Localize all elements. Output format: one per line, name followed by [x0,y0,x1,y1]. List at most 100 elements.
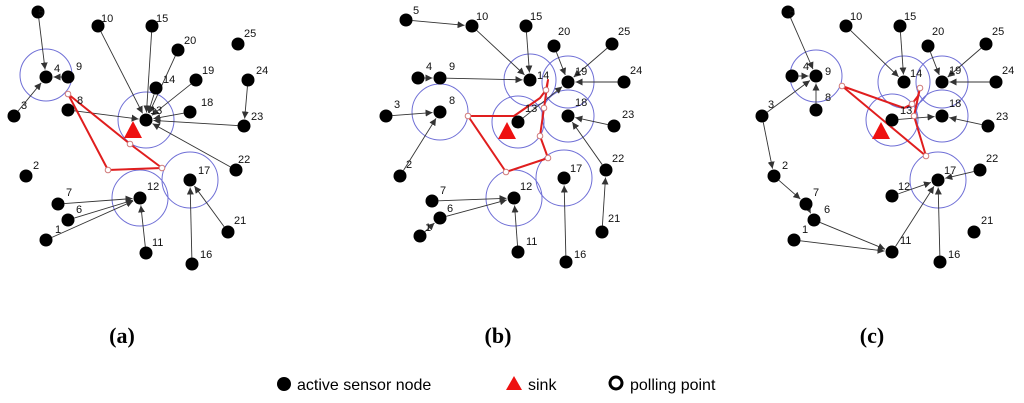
edge-3-8 [392,109,433,117]
sensor-node-18 [561,109,575,123]
sensor-node-11 [511,245,525,259]
node-label-7: 7 [813,187,819,199]
edge-6-12 [74,198,133,219]
node-label-14: 14 [537,70,549,82]
sensor-node-7 [51,197,65,211]
node-label-25: 25 [244,28,256,40]
edge-3-9 [766,80,811,113]
sensor-node-24 [989,75,1003,89]
node-label-5: 5 [38,7,44,19]
edge-5-9 [790,17,814,70]
range-circle [535,149,593,207]
node-label-21: 21 [234,215,246,227]
sensor-node-9 [61,70,75,84]
range-circle [161,151,219,209]
node-label-4: 4 [426,61,432,73]
node-label-16: 16 [948,249,960,261]
node-label-11: 11 [526,236,537,248]
sensor-node-20 [171,43,185,57]
node-label-22: 22 [612,153,624,165]
sensor-node-8 [809,103,823,117]
node-label-9: 9 [825,66,831,78]
node-label-5: 5 [789,7,795,19]
range-circle [117,91,175,149]
polling-point [916,84,924,92]
sensor-node-14 [897,75,911,89]
range-circle [909,151,967,209]
node-label-22: 22 [238,154,250,166]
edge-20-19 [929,51,941,76]
node-label-20: 20 [558,26,570,38]
legend-sink-icon [506,376,522,390]
edge-25-19 [947,47,982,78]
node-label-8: 8 [449,95,455,107]
sensor-node-15 [893,19,907,33]
node-label-15: 15 [156,13,168,25]
sensor-node-9 [809,69,823,83]
sink-marker [872,122,890,139]
legend-sink-label: sink [528,377,557,394]
sensor-node-16 [185,257,199,271]
node-label-24: 24 [1002,65,1014,77]
node-label-17: 17 [944,165,956,177]
node-label-22: 22 [986,153,998,165]
sensor-node-13 [139,113,153,127]
polling-point [464,112,472,120]
legend: active sensor node sink polling point [277,375,716,394]
node-label-10: 10 [101,13,113,25]
sensor-node-5 [781,5,795,19]
node-label-18: 18 [949,98,961,110]
sensor-node-5 [31,5,45,19]
node-label-3: 3 [21,100,27,112]
edge-10-13 [100,31,143,114]
polling-point [158,164,166,172]
node-label-20: 20 [932,26,944,38]
sensor-node-14 [523,73,537,87]
sensor-node-18 [183,105,197,119]
node-label-12: 12 [898,181,910,193]
edge-23-18 [949,115,982,126]
sensor-node-1 [413,229,427,243]
panel-label-c: (c) [860,323,884,348]
polling-point [540,104,548,112]
sensor-node-21 [221,225,235,239]
edge-19-13 [151,83,192,116]
edge-13-19 [522,86,563,119]
edge-11-12 [511,205,519,246]
sensor-node-8 [433,105,447,119]
node-label-23: 23 [996,111,1008,123]
sensor-node-6 [61,213,75,227]
node-label-11: 11 [900,235,911,247]
polling-point [502,168,510,176]
edge-7-12 [64,195,133,204]
edge-14-13 [146,94,155,113]
node-label-21: 21 [981,215,993,227]
node-label-13: 13 [150,105,162,117]
sensor-node-21 [967,225,981,239]
edge-6-11 [819,222,886,250]
edge-24-23 [241,86,249,119]
polling-point [542,86,550,94]
node-label-9: 9 [76,61,82,73]
sensor-node-15 [519,19,533,33]
node-label-25: 25 [618,26,630,38]
range-circle [491,95,545,149]
edge-15-14 [899,32,907,75]
polling-point [922,152,930,160]
edge-11-12 [138,205,146,247]
sensor-node-11 [885,245,899,259]
node-label-2: 2 [406,159,412,171]
node-label-18: 18 [201,97,213,109]
node-label-8: 8 [825,92,831,104]
sensor-node-24 [241,73,255,87]
sensor-node-6 [807,213,821,227]
edge-1-6 [424,222,435,232]
edge-2-8 [403,118,437,171]
node-label-16: 16 [574,249,586,261]
node-label-24: 24 [630,65,642,77]
sensor-node-23 [981,119,995,133]
edge-21-17 [194,185,225,228]
sensor-node-1 [39,233,53,247]
node-label-19: 19 [949,65,961,77]
sensor-node-22 [599,163,613,177]
